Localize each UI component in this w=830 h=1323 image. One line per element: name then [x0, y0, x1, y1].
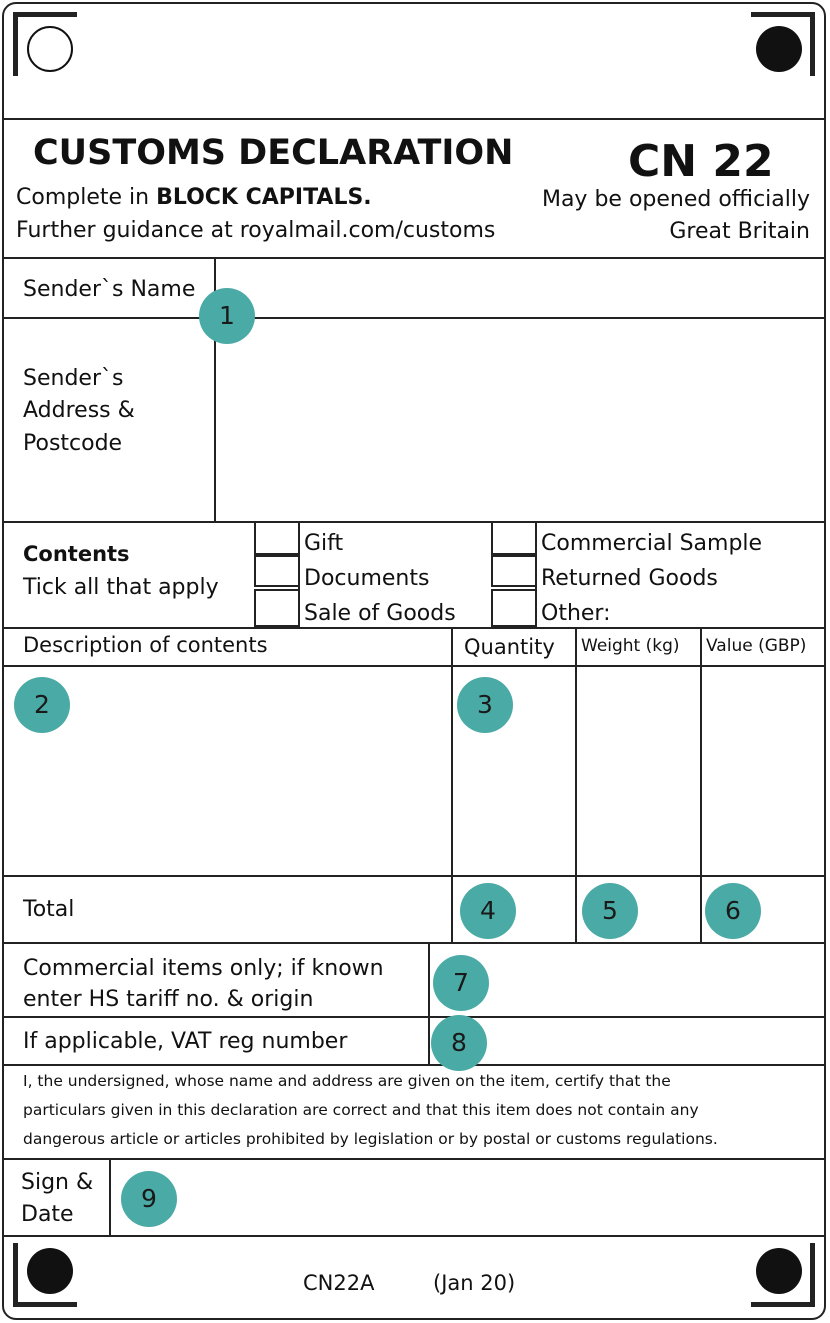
corner-mark-bottom-right [751, 1243, 815, 1307]
divider [3, 1016, 826, 1018]
checkbox-returned-goods[interactable] [491, 555, 535, 587]
marker-badge-3: 3 [457, 677, 513, 733]
marker-badge-6: 6 [705, 883, 761, 939]
divider [3, 627, 826, 629]
divider [700, 627, 702, 942]
signature-date-field[interactable] [111, 1160, 824, 1235]
column-header-weight: Weight (kg) [581, 636, 680, 656]
weight-field[interactable] [577, 667, 700, 875]
sender-address-label-3: Postcode [23, 431, 123, 456]
divider [575, 627, 577, 942]
form-code: CN 22 [628, 136, 774, 187]
instruction: Complete in BLOCK CAPITALS. [16, 185, 372, 210]
marker-badge-8: 8 [431, 1015, 487, 1071]
commercial-label-1: Commercial items only; if known [23, 956, 384, 981]
marker-badge-1: 1 [199, 288, 255, 344]
column-header-quantity: Quantity [464, 635, 555, 659]
option-other: Other: [541, 601, 611, 626]
divider [451, 627, 453, 942]
footer-date: (Jan 20) [433, 1271, 516, 1295]
divider [535, 523, 537, 627]
column-header-value: Value (GBP) [706, 636, 807, 656]
declaration-line-3: dangerous article or articles prohibited… [23, 1130, 718, 1148]
checkbox-documents[interactable] [254, 555, 298, 587]
sender-name-field[interactable] [216, 259, 824, 317]
corner-mark-top-right [751, 12, 815, 76]
marker-badge-2: 2 [14, 677, 70, 733]
divider [3, 257, 826, 259]
marker-badge-9: 9 [121, 1171, 177, 1227]
total-label: Total [23, 897, 75, 922]
divider [3, 665, 826, 667]
registration-circle-filled [756, 26, 802, 72]
vat-field[interactable] [430, 1018, 824, 1064]
declaration-line-1: I, the undersigned, whose name and addre… [23, 1072, 671, 1090]
description-field[interactable] [3, 667, 451, 875]
option-gift: Gift [304, 531, 344, 556]
option-sale-of-goods: Sale of Goods [304, 601, 456, 626]
divider [3, 1064, 826, 1066]
divider [3, 1158, 826, 1160]
value-field[interactable] [702, 667, 824, 875]
divider [428, 942, 430, 1065]
marker-badge-7: 7 [433, 955, 489, 1011]
divider [3, 521, 826, 523]
sign-label-1: Sign & [21, 1170, 94, 1195]
contents-subtitle: Tick all that apply [23, 575, 219, 600]
declaration-line-2: particulars given in this declaration ar… [23, 1101, 699, 1119]
sender-address-label-1: Sender`s [23, 366, 124, 391]
sign-label-2: Date [21, 1202, 74, 1227]
checkbox-other[interactable] [491, 589, 535, 627]
registration-circle-filled [27, 1248, 73, 1294]
sender-address-field[interactable] [216, 319, 824, 521]
corner-mark-bottom-left [13, 1243, 77, 1307]
sender-address-label-2: Address & [23, 398, 135, 423]
marker-badge-4: 4 [460, 883, 516, 939]
divider [3, 1235, 826, 1237]
guidance-text: Further guidance at royalmail.com/custom… [16, 218, 496, 243]
commercial-label-2: enter HS tariff no. & origin [23, 987, 314, 1012]
divider [109, 1158, 111, 1235]
option-commercial-sample: Commercial Sample [541, 531, 763, 556]
checkbox-commercial-sample[interactable] [491, 523, 535, 555]
contents-title: Contents [23, 542, 130, 566]
divider [3, 317, 826, 319]
hs-tariff-field[interactable] [430, 944, 824, 1016]
vat-label: If applicable, VAT reg number [23, 1029, 348, 1054]
form-title: CUSTOMS DECLARATION [33, 133, 514, 173]
registration-circle-empty [27, 26, 73, 72]
checkbox-gift[interactable] [254, 523, 298, 555]
corner-mark-top-left [13, 12, 77, 76]
country: Great Britain [669, 219, 810, 244]
option-documents: Documents [304, 566, 430, 591]
divider [214, 257, 216, 522]
divider [3, 875, 826, 877]
sender-name-label: Sender`s Name [23, 277, 196, 302]
checkbox-sale-of-goods[interactable] [254, 589, 298, 627]
footer-form-code: CN22A [303, 1271, 375, 1295]
column-header-description: Description of contents [23, 633, 268, 657]
option-returned-goods: Returned Goods [541, 566, 718, 591]
divider [298, 523, 300, 627]
opened-note: May be opened officially [541, 187, 810, 212]
marker-badge-5: 5 [582, 883, 638, 939]
divider [3, 942, 826, 944]
divider [3, 118, 826, 120]
registration-circle-filled [756, 1248, 802, 1294]
